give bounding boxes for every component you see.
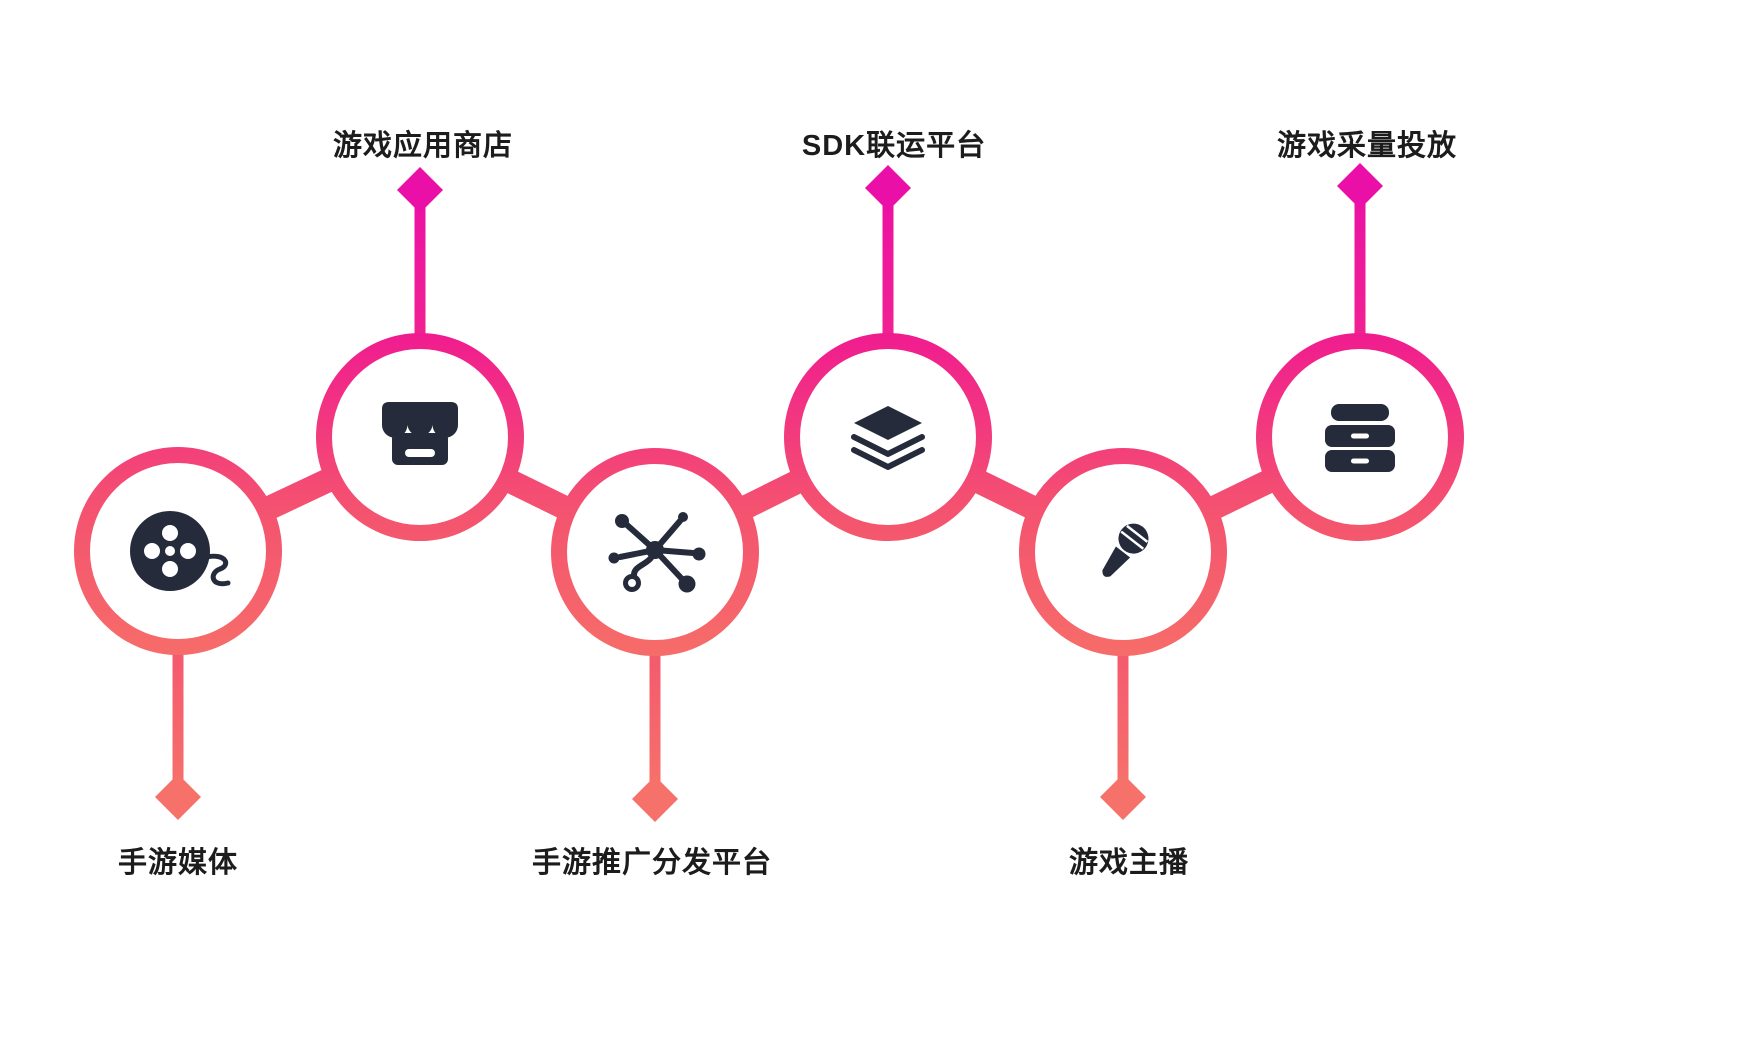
node-label-ad-acquisition: 游戏采量投放 (1276, 130, 1458, 162)
node-label-game-streamer: 游戏主播 (1068, 847, 1190, 879)
layers-icon (851, 406, 925, 470)
diamond-marker-top (1337, 163, 1383, 209)
microphone-icon (1102, 523, 1149, 577)
diamond-marker-bottom (1100, 774, 1146, 820)
node-label-sdk-platform: SDK联运平台 (801, 130, 987, 162)
node-icons (130, 402, 1395, 593)
diamond-marker-top (865, 165, 911, 211)
film-reel-icon (130, 511, 231, 591)
storefront-icon (382, 402, 458, 465)
node-label-mobile-game-media: 手游媒体 (117, 847, 239, 879)
node-label-game-app-store: 游戏应用商店 (332, 130, 514, 162)
diamond-marker-bottom (155, 774, 201, 820)
diamond-marker-bottom (632, 776, 678, 822)
node-label-promo-distribution: 手游推广分发平台 (531, 847, 773, 879)
diamond-marker-top (397, 167, 443, 213)
storage-drawers-icon (1325, 404, 1395, 472)
network-hub-icon (608, 512, 706, 593)
